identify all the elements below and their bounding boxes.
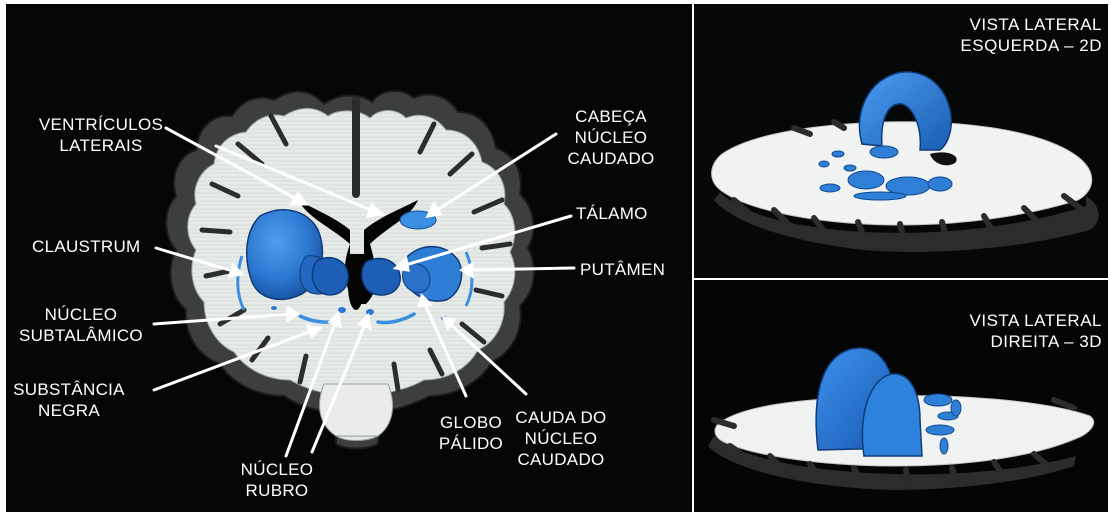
right-lateral-view-model [708,347,1095,490]
left-claustrum [236,255,246,311]
slab-top [711,121,1093,226]
slab-gyri [731,119,1083,243]
label-claustrum: CLAUSTRUM [32,237,141,256]
slab-dark-region [930,152,957,166]
right-red-nucleus [366,309,374,315]
label-putamen: PUTÂMEN [580,260,666,279]
view-title-right-3d: VISTA LATERAL DIREITA – 3D [969,311,1102,351]
right-claustrum [464,251,474,307]
coronal-section-panel: VENTRÍCULOS LATERAIS CABEÇA NÚCLEO CAUDA… [6,4,692,512]
view-title-left-2d: VISTA LATERAL ESQUERDA – 2D [960,15,1102,55]
coronal-brain-model [152,90,576,458]
left-lateral-view-panel: VISTA LATERAL ESQUERDA – 2D [694,4,1108,278]
third-ventricle [348,262,364,310]
putamen-arch-front [861,373,923,457]
brainstem [319,383,394,437]
annotation-arrows [152,126,576,458]
label-cauda-nucleo-caudado: CAUDA DO NÚCLEO CAUDADO [515,408,607,469]
putamen-dome [858,71,952,151]
left-thalamus [311,256,349,296]
slab-gyri-3d [711,397,1077,487]
right-subthalamic [376,312,416,325]
label-talamo: TÁLAMO [576,204,648,223]
flat-pieces [818,145,953,201]
left-red-nucleus [338,307,346,313]
left-lateral-view-model [711,71,1099,252]
label-ventriculos-laterais: VENTRÍCULOS LATERAIS [38,115,164,155]
right-lateral-view-panel: VISTA LATERAL DIREITA – 3D [694,280,1108,512]
left-caudate-tail [271,306,277,310]
label-nucleo-subtalamico: NÚCLEO SUBTALÂMICO [19,305,143,345]
right-thalamus [361,257,401,296]
flat-pieces-3d [923,393,962,455]
lateral-ventricles [298,200,418,304]
label-nucleo-rubro: NÚCLEO RUBRO [240,460,314,500]
label-globo-palido: GLOBO PÁLIDO [438,413,504,453]
slab-outer-edge [714,192,1099,252]
label-substancia-negra: SUBSTÂNCIA NEGRA [13,380,125,420]
label-cabeca-nucleo-caudado: CABEÇA NÚCLEO CAUDADO [567,107,655,168]
slab-outer-edge-3d [708,436,1076,490]
